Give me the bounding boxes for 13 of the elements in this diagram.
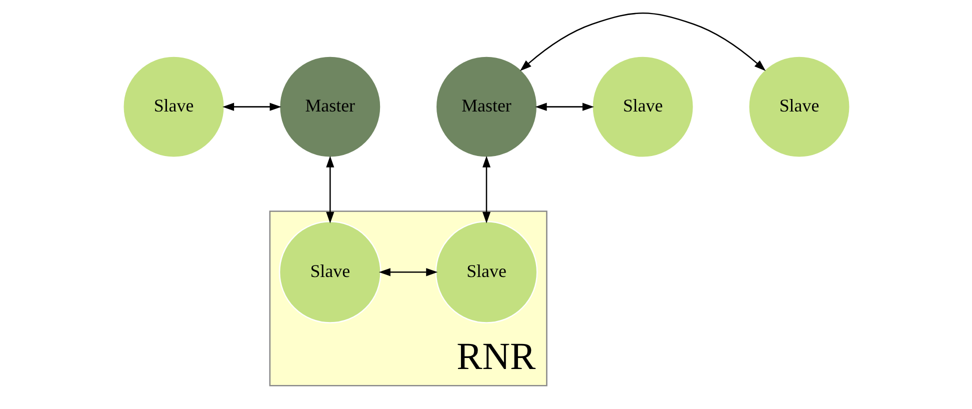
arrow <box>326 156 334 224</box>
arrow <box>534 102 594 111</box>
arrow <box>482 156 490 224</box>
node-circle: Slave <box>278 220 381 324</box>
arrow <box>222 102 281 111</box>
node-circle: Slave <box>747 56 850 158</box>
node-circle: Master <box>434 56 538 158</box>
node-circle: Slave <box>434 220 538 324</box>
node-circle: Slave <box>591 56 694 158</box>
arrow <box>378 268 438 276</box>
node-circle: Slave <box>122 56 225 158</box>
arrow <box>520 12 766 72</box>
node-circle: Master <box>278 56 381 158</box>
